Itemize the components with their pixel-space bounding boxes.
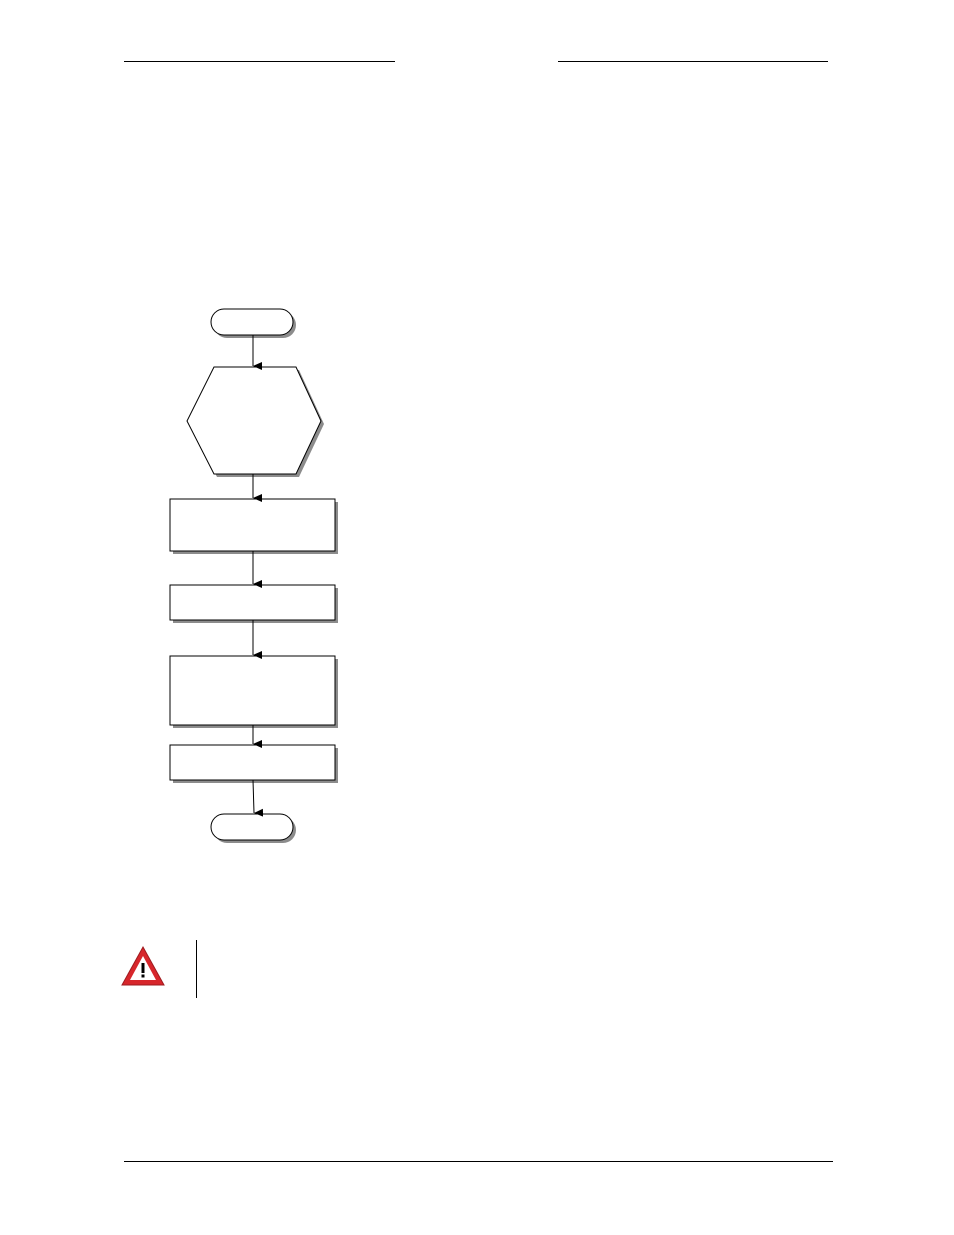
flow-node-prep [186,366,324,477]
flow-node-step3 [169,655,338,728]
flow-node-step2 [169,584,338,623]
flow-node-step1 [169,498,338,554]
flow-node-end [210,813,296,843]
flow-edge-step4-end [252,779,264,817]
footer-rule [124,1161,833,1162]
warning-triangle-icon [120,944,166,990]
flow-node-step4 [169,744,338,783]
header-rule-left [124,61,395,62]
flow-node-start [210,308,296,338]
warning-divider [196,940,197,998]
header-rule-right [558,61,828,62]
